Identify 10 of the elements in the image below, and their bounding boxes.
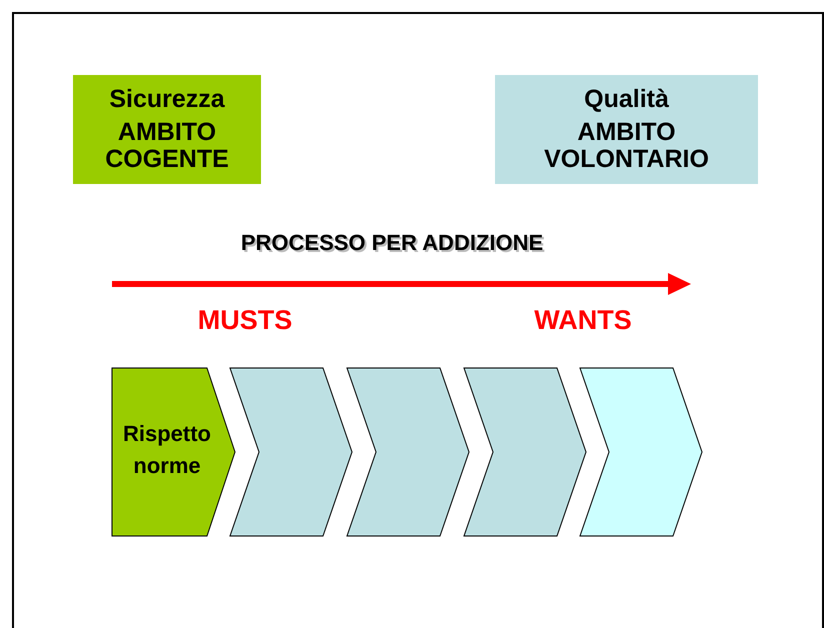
box-heading: Sicurezza bbox=[109, 86, 225, 113]
step-label: Rispetto norme bbox=[122, 420, 212, 480]
stage-label: MUSTS bbox=[196, 305, 294, 336]
box-subtitle: AMBITO VOLONTARIO bbox=[543, 119, 710, 173]
box-subtitle: AMBITO COGENTE bbox=[104, 119, 230, 173]
category-box bbox=[73, 75, 261, 184]
stage-label: WANTS bbox=[533, 305, 633, 336]
box-heading: Qualità bbox=[584, 86, 669, 113]
process-heading: PROCESSO PER ADDIZIONE bbox=[240, 230, 544, 256]
category-box bbox=[495, 75, 758, 184]
